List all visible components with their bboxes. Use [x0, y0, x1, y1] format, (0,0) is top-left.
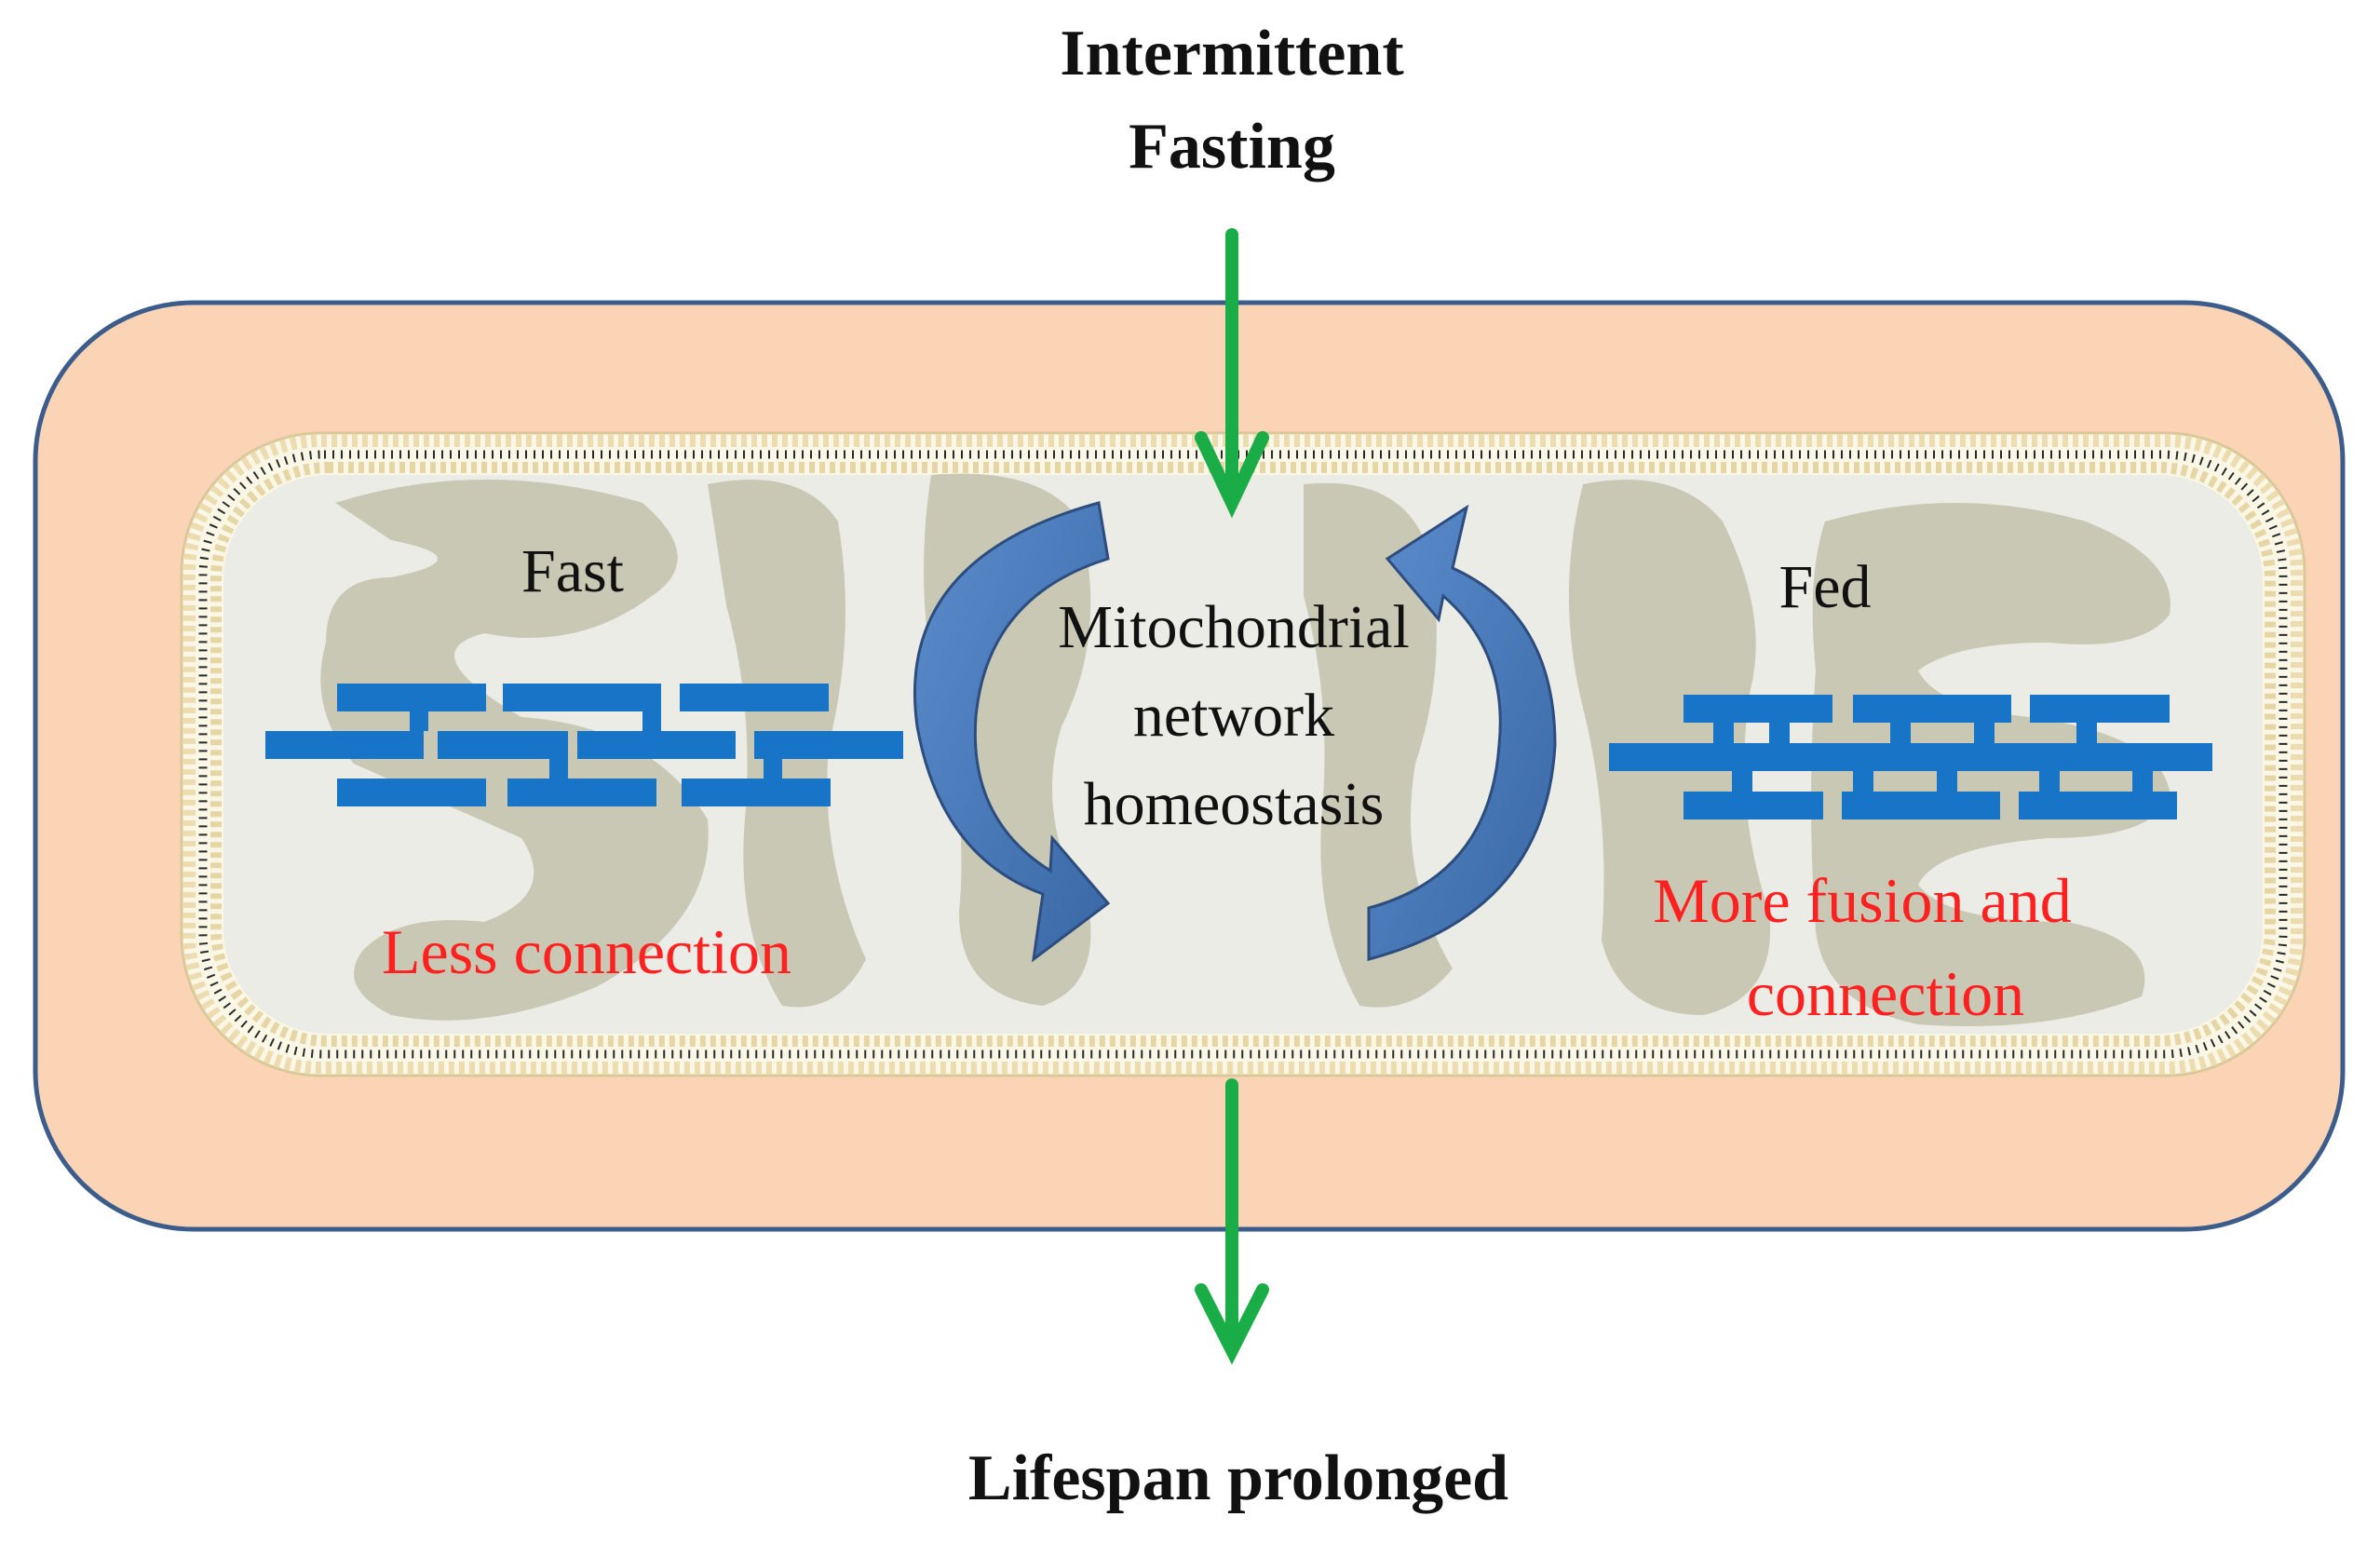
cycle-arrow-left: [913, 501, 1111, 963]
input-label-line1: Intermittent: [1060, 18, 1403, 89]
cycle-arrow-right: [1367, 504, 1557, 961]
input-arrow: [1195, 228, 1269, 519]
center-label-line2: network: [1133, 682, 1334, 750]
fed-network: [1609, 695, 2212, 819]
cycle-arrows: [913, 501, 1557, 963]
membrane-bead-row-outer: [183, 434, 2304, 1075]
center-label-line1: Mitochondrial: [1058, 593, 1410, 661]
fed-effect-label-line1: More fusion and: [1653, 865, 2071, 936]
fed-effect-label-line2: connection: [1747, 958, 2024, 1029]
fast-label: Fast: [521, 537, 624, 605]
fast-effect-label: Less connection: [382, 916, 791, 987]
output-label: Lifespan prolonged: [968, 1442, 1508, 1514]
input-label-line2: Fasting: [1129, 111, 1335, 183]
center-label-line3: homeostasis: [1084, 770, 1385, 838]
membrane-lipid-tails: [198, 450, 2288, 1059]
output-arrow: [1195, 1078, 1269, 1365]
fed-label: Fed: [1779, 553, 1872, 621]
fast-network: [265, 684, 903, 806]
